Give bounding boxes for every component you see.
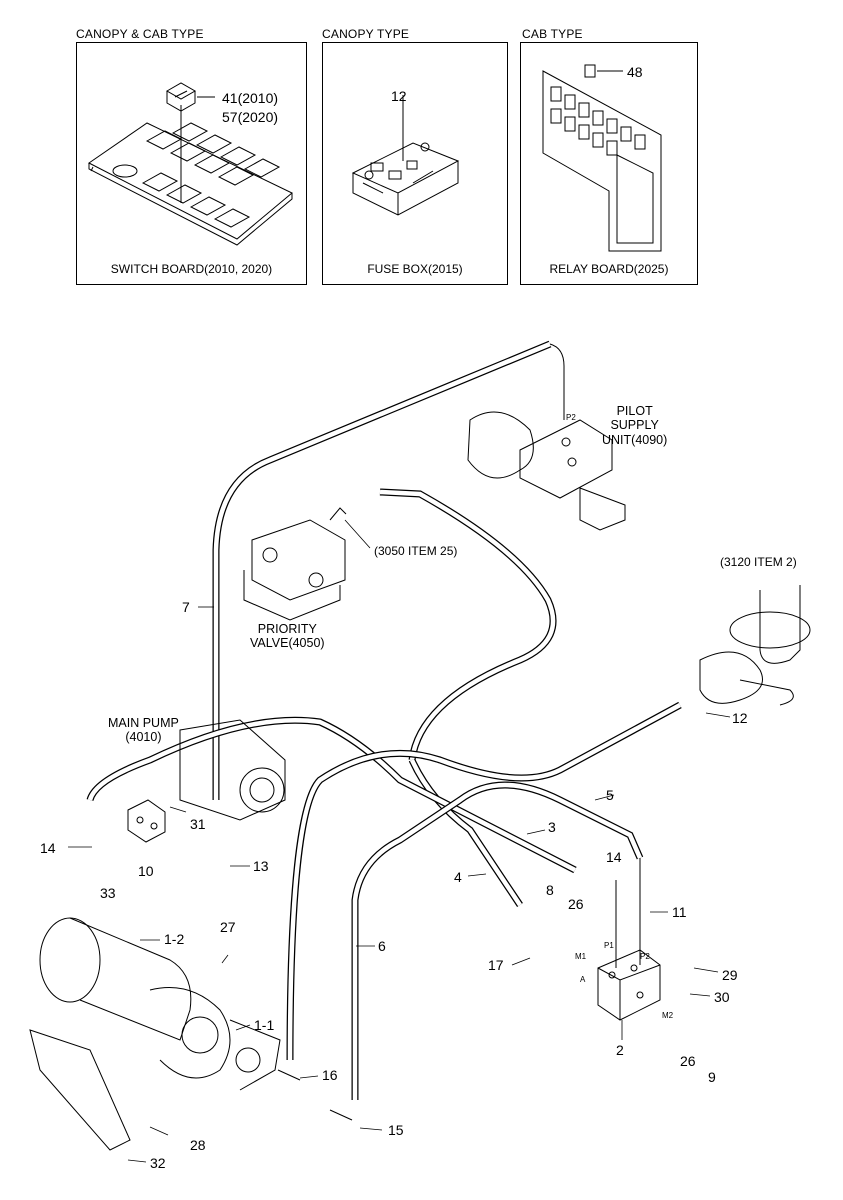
label-main-pump: MAIN PUMP (4010) — [108, 716, 179, 745]
hose-priority — [379, 488, 557, 761]
callout-30: 30 — [714, 989, 730, 1005]
callout-1-1: 1-1 — [254, 1017, 275, 1033]
label-57-2020: 57(2020) — [222, 109, 279, 125]
callout-26-top: 26 — [568, 896, 584, 912]
callout-16: 16 — [322, 1067, 338, 1083]
callout-27: 27 — [220, 919, 236, 935]
callout-7: 7 — [182, 599, 190, 615]
callout-9: 9 — [708, 1069, 716, 1085]
relay-board-drawing — [542, 64, 662, 252]
label-priority-valve: PRIORITY VALVE(4050) — [250, 622, 325, 651]
callout-12: 12 — [732, 710, 748, 726]
callout-29: 29 — [722, 967, 738, 983]
callout-17: 17 — [488, 957, 504, 973]
inset-caption-fuse-box: FUSE BOX(2015) — [367, 262, 463, 276]
inset-header-fuse-box: CANOPY TYPE — [322, 27, 410, 41]
port-p2: P2 — [640, 952, 650, 961]
switch-board-drawing — [88, 82, 293, 246]
inset-switch-board: 41(2010) 57(2020) SWITCH BOARD(2010, 202… — [76, 42, 307, 285]
inset-caption-switch-board: SWITCH BOARD(2010, 2020) — [110, 262, 273, 276]
inset-relay-board: 48 RELAY BOARD(2025) — [520, 42, 698, 285]
label-48-relay: 48 — [627, 64, 643, 80]
port-m2: M2 — [662, 1011, 674, 1020]
callout-3: 3 — [548, 819, 556, 835]
label-12-fuse: 12 — [391, 88, 407, 104]
callout-2: 2 — [616, 1042, 624, 1058]
inset-caption-relay-board: RELAY BOARD(2025) — [549, 262, 669, 276]
callout-8: 8 — [546, 882, 554, 898]
callout-5: 5 — [606, 787, 614, 803]
inset-header-relay-board: CAB TYPE — [522, 27, 583, 41]
callout-15: 15 — [388, 1122, 404, 1138]
fuse-box-drawing — [351, 95, 460, 216]
callout-33: 33 — [100, 885, 116, 901]
callout-6: 6 — [378, 938, 386, 954]
callout-31: 31 — [190, 816, 206, 832]
callout-4: 4 — [454, 869, 462, 885]
callout-26-bottom: 26 — [680, 1053, 696, 1069]
port-a: A — [580, 975, 586, 984]
label-pilot-supply-unit: PILOT SUPPLY UNIT(4090) — [602, 404, 668, 447]
inset-header-switch-board: CANOPY & CAB TYPE — [76, 27, 204, 41]
callout-28: 28 — [190, 1137, 206, 1153]
callout-11: 11 — [672, 904, 687, 920]
label-3050-item-25: (3050 ITEM 25) — [374, 544, 458, 558]
port-m1: M1 — [575, 952, 587, 961]
label-41-2010: 41(2010) — [222, 90, 279, 106]
callout-10: 10 — [138, 863, 154, 879]
label-3120-item-2: (3120 ITEM 2) — [720, 555, 797, 569]
port-p2-top: P2 — [566, 413, 576, 422]
callout-13: 13 — [253, 858, 269, 874]
hose-5 — [286, 701, 682, 1061]
inset-fuse-box: 12 FUSE BOX(2015) — [322, 42, 508, 285]
callout-14-left: 14 — [40, 840, 56, 856]
callout-32: 32 — [150, 1155, 166, 1171]
callout-14-right: 14 — [606, 849, 622, 865]
port-p1: P1 — [604, 941, 614, 950]
callout-1-2: 1-2 — [164, 931, 185, 947]
